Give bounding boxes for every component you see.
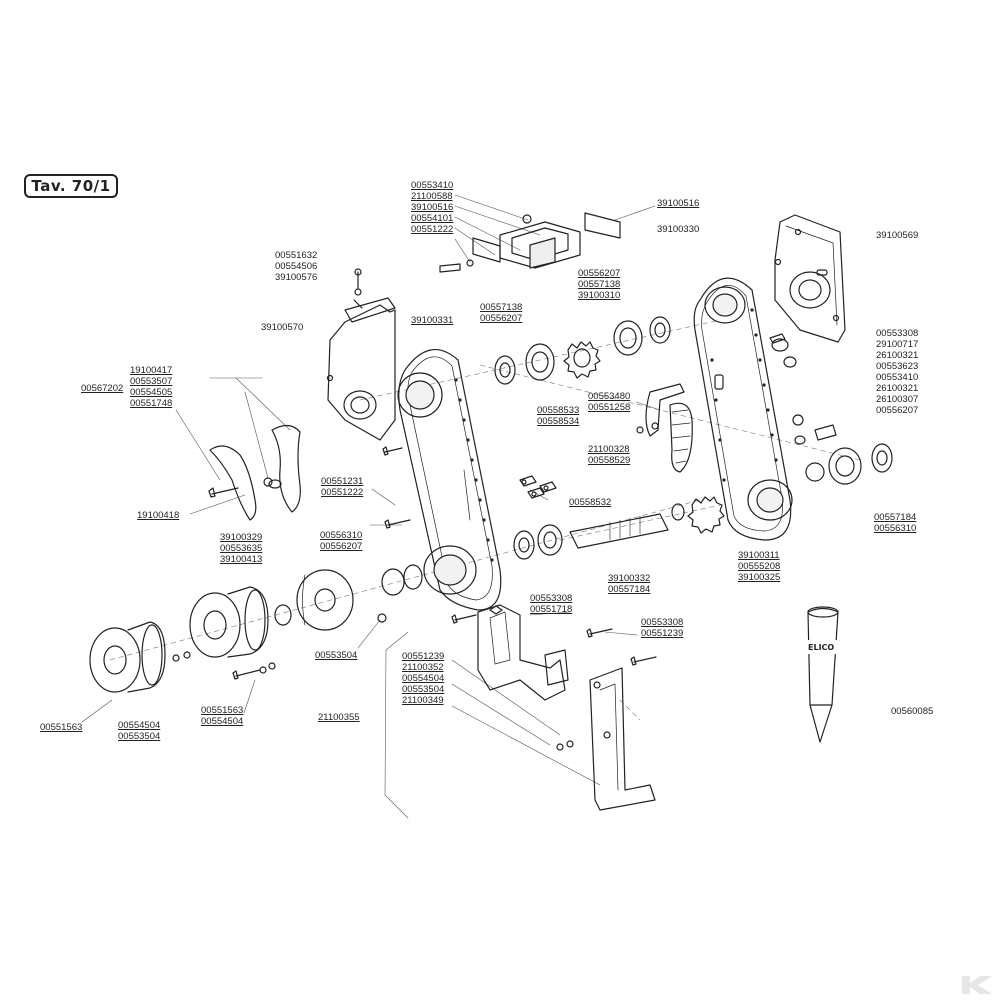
label-blade-ref: 00567202: [81, 383, 124, 394]
label-tool: 00560085: [891, 706, 934, 717]
splined-shaft: [513, 496, 725, 560]
tool-brand-label: ELICO: [808, 643, 835, 652]
label-hub-left: 00551563: [40, 722, 83, 733]
drive-chain: [519, 402, 693, 499]
label-chain-case-left: 39100331: [411, 315, 454, 326]
tool-sleeve: [806, 606, 842, 743]
right-side-plate: [774, 214, 846, 343]
left-bearing-housing: [326, 268, 396, 441]
label-left-housing: 39100570: [261, 322, 304, 333]
tine-blades: [209, 424, 301, 521]
label-right-plate: 39100569: [876, 230, 919, 241]
left-chain-case: [397, 349, 502, 611]
right-chain-case: [693, 277, 793, 541]
corner-logo-icon: [962, 976, 992, 994]
chain-tensioner: [636, 383, 685, 437]
label-blade-bottom: 19100418: [137, 510, 180, 521]
top-bracket-assembly: [439, 212, 621, 273]
right-side-small-parts: [769, 333, 893, 485]
support-brackets: [477, 604, 656, 811]
flange-hubs: [89, 564, 423, 693]
label-top-plate-2: 39100330: [657, 224, 700, 235]
loose-bolts: [172, 446, 657, 751]
label-hub-washer: 00553504: [315, 650, 358, 661]
bearings-top-row: [494, 316, 671, 385]
label-frame: 21100355: [318, 712, 360, 723]
leader-lines: [81, 194, 661, 819]
label-top-plate: 39100516: [657, 198, 700, 209]
label-chain-joint: 00558532: [569, 497, 612, 508]
plate-title: Tav. 70/1: [24, 174, 118, 198]
